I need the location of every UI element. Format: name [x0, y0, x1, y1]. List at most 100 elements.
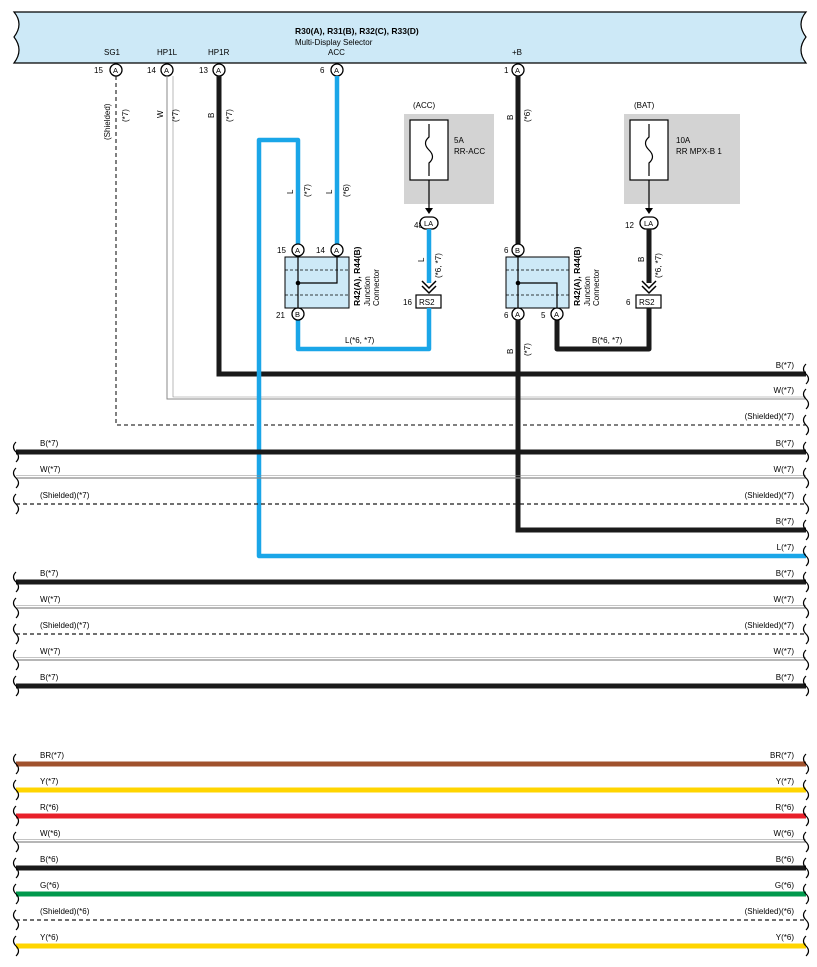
pin-number: 48: [414, 221, 423, 230]
bus-label-left: (Shielded)(*6): [40, 907, 90, 916]
wire-break-left-icon: [12, 441, 20, 463]
pin-connector: LA: [424, 219, 433, 228]
wire-break-left-icon: [12, 623, 20, 645]
wire-hp1r-note: (*7): [225, 109, 234, 122]
wire-hp1l: [166, 76, 806, 400]
pin-number: 21: [276, 311, 285, 320]
pin-connector: A: [295, 246, 300, 255]
wire-sg1-note: (*7): [121, 109, 130, 122]
junction-label-2: Connector: [372, 269, 381, 306]
wire-acc-left-note: (*7): [303, 184, 312, 197]
pin-connector: A: [334, 66, 339, 75]
plug-name: RS2: [419, 298, 435, 307]
bus-label-left: G(*6): [40, 881, 59, 890]
pin-number: 1: [504, 66, 509, 75]
pin-connector: LA: [644, 219, 653, 228]
component-name: Multi-Display Selector: [295, 38, 373, 47]
wire-break-left-icon: [12, 909, 20, 931]
bus-label-right: W(*7): [774, 386, 795, 395]
plug-rs2-acc: 16 RS2: [403, 294, 442, 309]
fuse-name: RR MPX-B 1: [676, 147, 722, 156]
bus-label-right: (Shielded)(*7): [745, 621, 795, 630]
bus-label-right: Y(*7): [776, 777, 795, 786]
bus-label-left: W(*7): [40, 465, 61, 474]
plug-name: RS2: [639, 298, 655, 307]
bus-label-right: B(*6): [776, 855, 795, 864]
fuse-rating: 5A: [454, 136, 464, 145]
wire-plus-b-color: B: [506, 115, 515, 120]
wire-break-left-icon: [12, 935, 20, 957]
bus-label-left: BR(*7): [40, 751, 64, 760]
wire-break-left-icon: [12, 753, 20, 775]
wire-bat-link-label: B(*6, *7): [592, 336, 623, 345]
wire-junction2-note: (*7): [523, 343, 532, 356]
wire-break-left-icon: [12, 467, 20, 489]
header-pin-sg1: SG1 15 A: [94, 48, 123, 77]
fuse-group: (ACC): [413, 101, 436, 110]
pin-connector: A: [515, 310, 520, 319]
wire-junction2-color: B: [506, 349, 515, 354]
fuse-bat: (BAT) 10A RR MPX-B 1: [624, 101, 740, 214]
pin-connector: B: [295, 310, 300, 319]
pin-connector: A: [554, 310, 559, 319]
wire-break-left-icon: [12, 883, 20, 905]
wire-acc-right-color: L: [325, 189, 334, 194]
bus-label-right: B(*7): [776, 439, 795, 448]
pin-number: 15: [277, 246, 286, 255]
pin-label: ACC: [328, 48, 345, 57]
wire-acc-right-note: (*6): [342, 184, 351, 197]
wire-break-right-icon: [802, 571, 810, 593]
pin-number: 16: [403, 298, 412, 307]
fuse-acc-connector: 48 LA: [414, 216, 439, 230]
connector-title: R30(A), R31(B), R32(C), R33(D): [295, 26, 419, 36]
wire-break-right-icon: [802, 779, 810, 801]
bus-label-left: (Shielded)(*7): [40, 621, 90, 630]
wire-break-right-icon: [802, 545, 810, 567]
fuse-group: (BAT): [634, 101, 655, 110]
bus-label-right: B(*7): [776, 569, 795, 578]
wire-sg1-color: (Shielded): [103, 103, 112, 140]
wire-acc-fuse-note: (*6, *7): [434, 253, 443, 278]
wire-break-right-icon: [802, 831, 810, 853]
wire-break-right-icon: [802, 493, 810, 515]
plug-chevron-icon: [421, 280, 437, 295]
wire-break-right-icon: [802, 857, 810, 879]
pin-number: 15: [94, 66, 103, 75]
wire-break-right-icon: [802, 753, 810, 775]
bus-label-right: B(*7): [776, 361, 795, 370]
fuse-name: RR-ACC: [454, 147, 485, 156]
bus-label-right: W(*7): [774, 465, 795, 474]
pin-label: +B: [512, 48, 522, 57]
wire-break-right-icon: [802, 909, 810, 931]
header-pin-hp1r: HP1R 13 A: [199, 48, 230, 77]
pin-number: 6: [626, 298, 631, 307]
bus-lines: B(*7) W(*7) (Shielded)(*7) B(*7) B(*7) W(*7) W…: [12, 361, 810, 957]
wire-break-left-icon: [12, 493, 20, 515]
wire-plus-b-note: (*6): [523, 109, 532, 122]
pin-number: 14: [147, 66, 156, 75]
bus-label-right: Y(*6): [776, 933, 795, 942]
wire-break-left-icon: [12, 831, 20, 853]
wire-acc-fuse-color: L: [417, 257, 426, 262]
pin-connector: A: [334, 246, 339, 255]
pin-label: HP1L: [157, 48, 178, 57]
wire-break-right-icon: [802, 519, 810, 541]
wire-sg1: [115, 76, 806, 426]
wire-break-right-icon: [802, 623, 810, 645]
wire-junction2-out: [515, 320, 806, 533]
bus-label-right: W(*7): [774, 647, 795, 656]
wire-break-left-icon: [12, 857, 20, 879]
wire-break-left-icon: [12, 779, 20, 801]
pin-number: 13: [199, 66, 208, 75]
pin-connector: A: [216, 66, 221, 75]
junction-label-1: Junction: [583, 276, 592, 306]
bus-label-left: W(*7): [40, 595, 61, 604]
bus-label-right: W(*6): [774, 829, 795, 838]
wire-acc-link: [295, 308, 432, 352]
wire-hp1l-note: (*7): [171, 109, 180, 122]
bus-label-right: G(*6): [775, 881, 794, 890]
bus-label-right: BR(*7): [770, 751, 794, 760]
pin-connector: A: [113, 66, 118, 75]
header-pin-hp1l: HP1L 14 A: [147, 48, 178, 77]
